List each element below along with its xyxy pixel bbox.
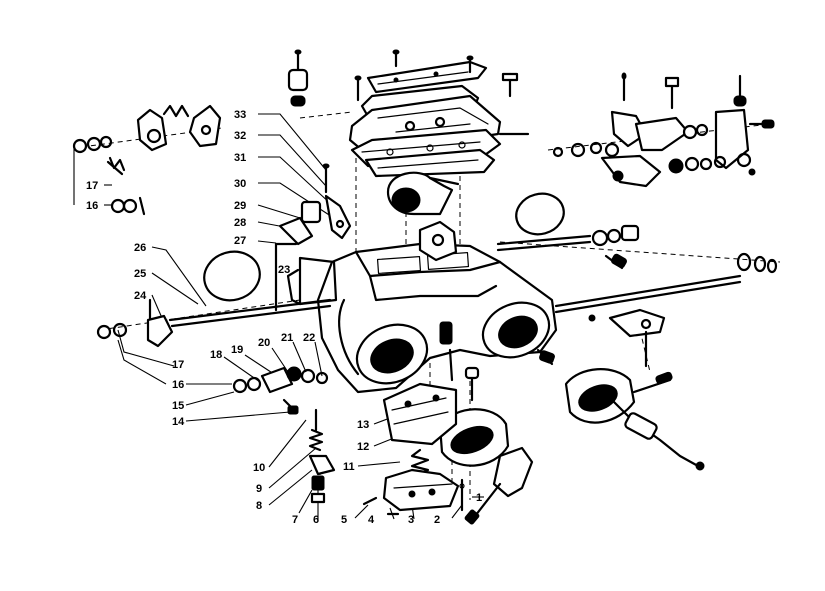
shaft-bushings: [591, 224, 640, 270]
choke-linkage-left: [72, 104, 222, 216]
callout-24: 24: [134, 290, 147, 302]
callout-28: 28: [234, 217, 246, 229]
callout-22: 22: [303, 332, 315, 344]
pump-jets: [308, 408, 336, 504]
callout-8: 8: [256, 500, 262, 512]
throttle-shafts: [168, 234, 778, 328]
air-horn-cover: [348, 60, 530, 178]
callout-32: 32: [234, 130, 246, 142]
callout-labels: 1 2 3 4 5 6 7 8 9 10 11 12 13 14 15 16 1…: [86, 109, 482, 526]
callout-7: 7: [292, 514, 298, 526]
callout-30: 30: [234, 178, 246, 190]
callout-9: 9: [256, 483, 262, 495]
callout-26: 26: [134, 242, 146, 254]
float: [386, 171, 460, 216]
callout-33: 33: [234, 109, 246, 121]
pump-assembly: [362, 366, 534, 525]
callout-31: 31: [234, 152, 246, 164]
callout-29: 29: [234, 200, 246, 212]
callout-13: 13: [357, 419, 369, 431]
callout-16: 16: [172, 379, 184, 391]
callout-19: 19: [231, 344, 243, 356]
intake-sleeves: [438, 368, 705, 471]
callout-20: 20: [258, 337, 270, 349]
pump-lever: [608, 308, 666, 368]
callout-21: 21: [281, 332, 293, 344]
callout-12: 12: [357, 441, 369, 453]
callout-1: 1: [476, 492, 482, 504]
left-linkage: [96, 163, 352, 415]
callout-3: 3: [408, 514, 414, 526]
top-screws: [287, 49, 519, 107]
callout-18: 18: [210, 349, 222, 361]
callout-6: 6: [313, 514, 319, 526]
callout-17-upper: 17: [86, 180, 98, 192]
callout-17: 17: [172, 359, 184, 371]
callout-10: 10: [253, 462, 265, 474]
leader-lines: [73, 113, 484, 520]
callout-4: 4: [368, 514, 375, 526]
callout-14: 14: [172, 416, 185, 428]
callout-2: 2: [434, 514, 440, 526]
choke-linkage-right: [552, 72, 775, 188]
callout-11: 11: [343, 461, 355, 473]
callout-15: 15: [172, 400, 184, 412]
throttle-plates: [203, 192, 565, 302]
callout-25: 25: [134, 268, 146, 280]
callout-27: 27: [234, 235, 246, 247]
carburetor-body: [286, 220, 558, 412]
callout-23: 23: [278, 264, 290, 276]
callout-5: 5: [341, 514, 347, 526]
callout-16-upper: 16: [86, 200, 98, 212]
